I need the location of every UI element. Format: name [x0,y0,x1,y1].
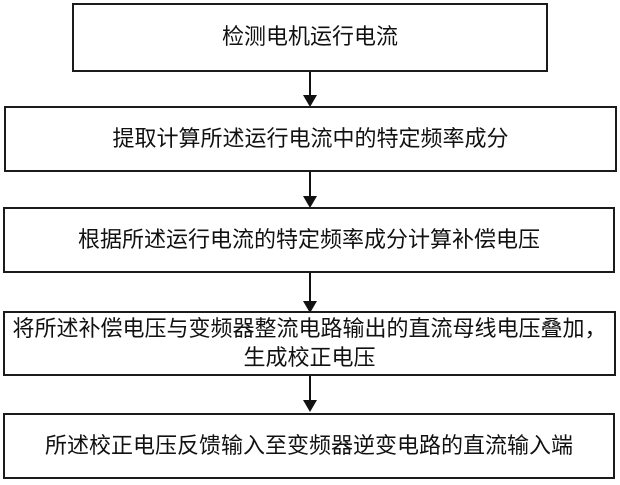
down-arrow-2-icon [303,196,317,208]
down-arrow-3-stem [309,273,311,304]
flowchart-step-3: 根据所述运行电流的特定频率成分计算补偿电压 [3,207,615,273]
down-arrow-3-icon [303,301,317,313]
down-arrow-1-icon [303,95,317,107]
step-3-label: 根据所述运行电流的特定频率成分计算补偿电压 [77,227,540,253]
flowchart-step-4: 将所述补偿电压与变频器整流电路输出的直流母线电压叠加， 生成校正电压 [3,311,616,376]
step-2-label: 提取计算所述运行电流中的特定频率成分 [112,126,509,152]
step-1-label: 检测电机运行电流 [221,25,398,50]
step-4-label-line-2: 生成校正电压 [243,345,376,371]
down-arrow-4-icon [303,400,317,412]
down-arrow-1-stem [309,72,311,98]
flowchart-step-2: 提取计算所述运行电流中的特定频率成分 [4,106,617,172]
flowchart-step-1: 检测电机运行电流 [72,3,548,72]
down-arrow-4-stem [309,376,311,404]
flowchart-step-5: 所述校正电压反馈输入至变频器逆变电路的直流输入端 [3,413,615,479]
down-arrow-2-stem [309,172,311,200]
step-5-label: 所述校正电压反馈输入至变频器逆变电路的直流输入端 [44,433,573,459]
step-4-label-line-1: 将所述补偿电压与变频器整流电路输出的直流母线电压叠加， [12,316,607,342]
